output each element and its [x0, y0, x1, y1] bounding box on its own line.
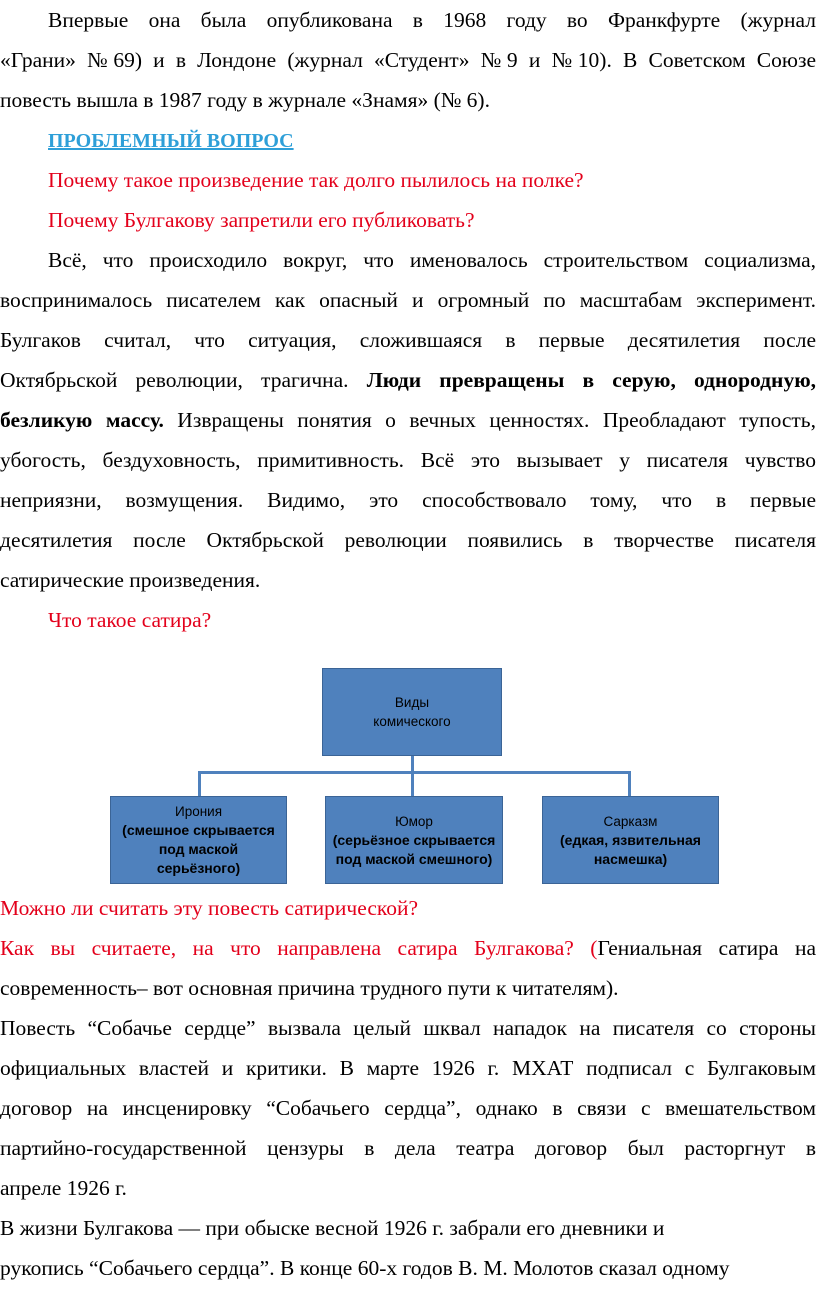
diagram-child-title: Юмор — [395, 813, 433, 829]
paragraph-line: повесть вышла в 1987 году в журнале «Зна… — [0, 88, 490, 112]
paragraph-line: Октябрьской революции, трагична. Люди пр… — [0, 360, 816, 400]
paragraph-line: воспринималось писателем как опасный и о… — [0, 288, 816, 312]
diagram-child-desc: (серьёзное скрывается под маской смешног… — [332, 831, 496, 867]
paragraph-line: современность– вот основная причина труд… — [0, 976, 619, 1000]
paragraph-line: Впервые она была опубликована в 1968 год… — [48, 8, 816, 32]
diagram-child-humor: Юмор (серьёзное скрывается под маской см… — [325, 796, 503, 884]
paragraph-line: убогость, бездуховность, примитивность. … — [0, 448, 816, 472]
answer-text: Гениальная сатира на — [597, 936, 816, 960]
paragraph-line: официальных властей и критики. В марте 1… — [0, 1056, 816, 1080]
diagram-connector — [411, 771, 414, 796]
paragraph-line: партийно-государственной цензуры в дела … — [0, 1136, 816, 1160]
diagram-connector — [411, 756, 414, 772]
diagram-connector — [198, 771, 201, 796]
question-text: Как вы считаете, на что направлена сатир… — [0, 936, 598, 960]
paragraph-line: рукопись “Собачьего сердца”. В конце 60-… — [0, 1256, 730, 1280]
paragraph-line: сатирические произведения. — [0, 568, 261, 592]
paragraph-line: Булгаков считал, что ситуация, сложившая… — [0, 328, 816, 352]
paragraph-line: десятилетия после Октябрьской революции … — [0, 528, 816, 552]
question-line: Почему такое произведение так долго пыли… — [48, 168, 584, 192]
question-line: Почему Булгакову запретили его публикова… — [48, 208, 475, 232]
diagram-child-title: Ирония — [174, 804, 223, 819]
diagram-root-box: Виды комического — [322, 668, 502, 756]
text-span: Извращены понятия о вечных ценностях. Пр… — [163, 408, 816, 432]
diagram-child-title: Сарказм — [603, 813, 658, 829]
paragraph-line: безликую массу. Извращены понятия о вечн… — [0, 400, 816, 440]
diagram-connector — [198, 771, 631, 774]
problem-heading-text: ПРОБЛЕМНЫЙ ВОПРОС — [48, 130, 294, 152]
paragraph-line: договор на инсценировку “Собачьего сердц… — [0, 1096, 816, 1120]
diagram-child-desc: (едкая, язвительная насмешка) — [560, 831, 701, 867]
paragraph-line: В жизни Булгакова — при обыске весной 19… — [0, 1216, 665, 1240]
diagram-root-line: комического — [373, 714, 451, 729]
diagram-root-line: Виды — [394, 695, 430, 710]
diagram-connector — [628, 771, 631, 796]
paragraph-line: неприязни, возмущения. Видимо, это спосо… — [0, 488, 816, 512]
bold-text: безликую массу. — [0, 408, 164, 432]
question-line: Как вы считаете, на что направлена сатир… — [0, 928, 816, 968]
paragraph-line: Повесть “Собачье сердце” вызвала целый ш… — [0, 1016, 816, 1040]
comic-types-diagram: Виды комического Ирония (смешное скрывае… — [0, 660, 816, 890]
bold-text: Люди превращены в серую, однородную, — [366, 368, 816, 392]
text-span: Октябрьской революции, трагична. — [0, 368, 367, 392]
diagram-child-irony: Ирония (смешное скрывается под маской се… — [110, 796, 287, 884]
paragraph-line: апреле 1926 г. — [0, 1176, 127, 1200]
problem-heading: ПРОБЛЕМНЫЙ ВОПРОС — [0, 120, 816, 161]
diagram-child-desc: (смешное скрывается под маской серьёзног… — [122, 822, 275, 876]
question-line: Что такое сатира? — [48, 608, 212, 632]
question-line: Можно ли считать эту повесть сатирическо… — [0, 896, 419, 920]
paragraph-line: «Грани» №69) и в Лондоне (журнал «Студен… — [0, 48, 816, 72]
diagram-child-sarcasm: Сарказм (едкая, язвительная насмешка) — [542, 796, 719, 884]
paragraph-line: Всё, что происходило вокруг, что именова… — [48, 248, 816, 272]
